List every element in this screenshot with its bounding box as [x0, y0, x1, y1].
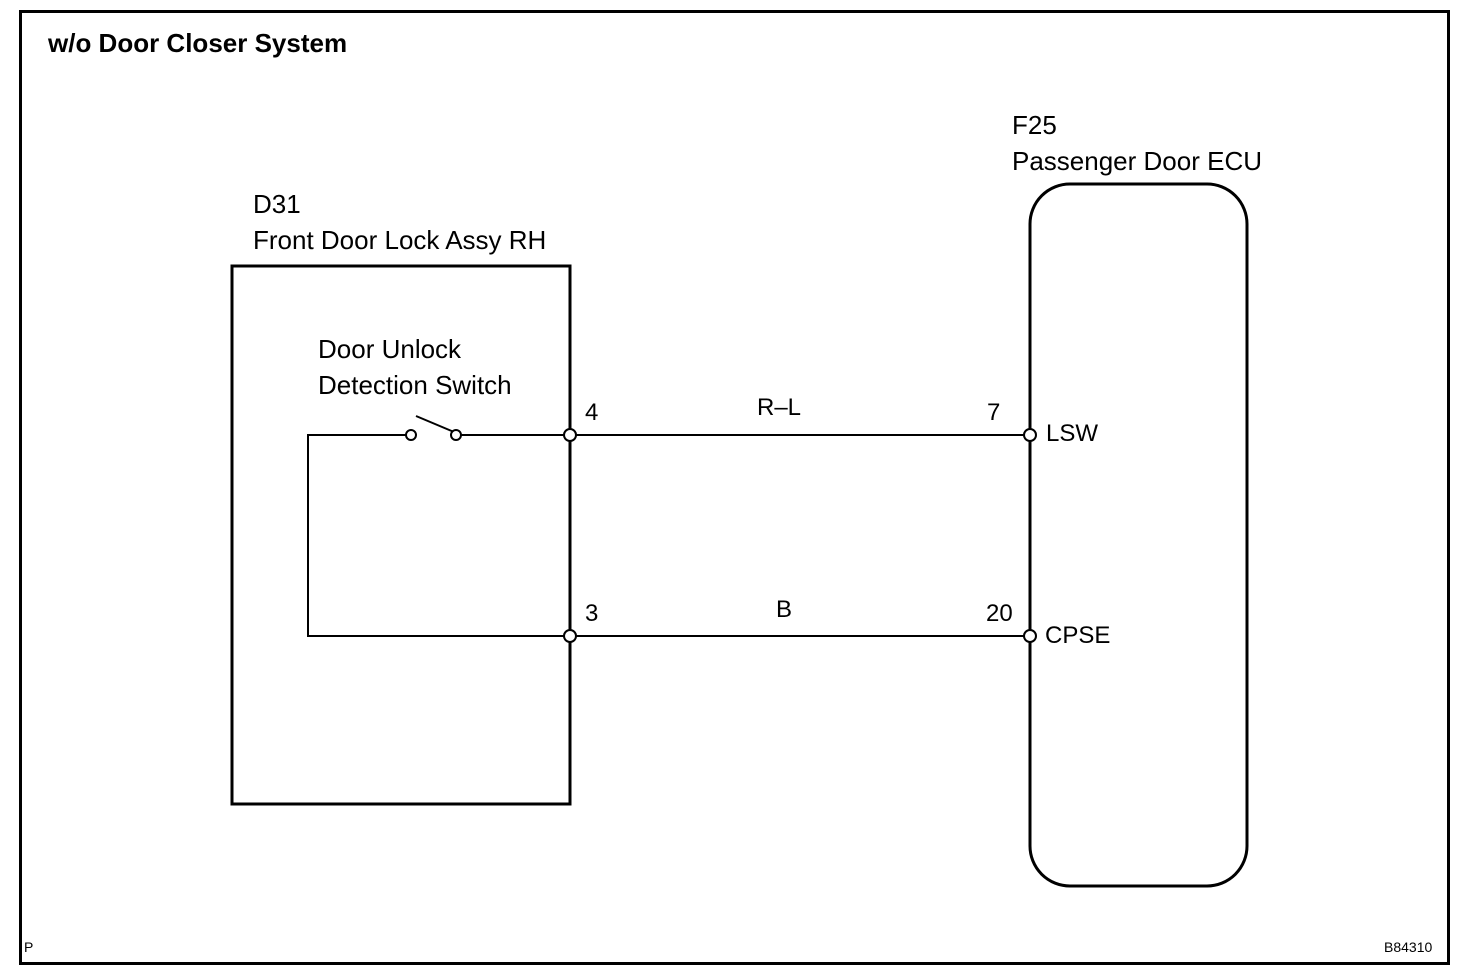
switch-blade — [415, 415, 455, 433]
terminal-f25-20 — [1023, 629, 1037, 643]
switch-label-line1: Door Unlock — [318, 334, 462, 364]
d31-box — [230, 264, 572, 806]
f25-box — [1028, 182, 1249, 888]
pin-f25-20: 20 — [986, 600, 1013, 627]
d31-internal-loop — [307, 434, 568, 637]
d31-code: D31 — [253, 189, 301, 219]
diagram-title: w/o Door Closer System — [48, 28, 348, 58]
wire-color-rl: R–L — [757, 394, 802, 421]
terminal-f25-7 — [1023, 428, 1037, 442]
switch-contact-left — [405, 429, 417, 441]
pin-f25-7: 7 — [987, 399, 1001, 426]
f25-name: Passenger Door ECU — [1012, 146, 1262, 176]
terminal-d31-4 — [563, 428, 577, 442]
diagram-frame — [19, 10, 1450, 965]
switch-label-line2: Detection Switch — [318, 370, 512, 400]
d31-name: Front Door Lock Assy RH — [253, 225, 547, 255]
footer-left-mark: P — [24, 939, 34, 955]
f25-code: F25 — [1012, 110, 1057, 140]
signal-cpse: CPSE — [1045, 622, 1111, 649]
terminal-d31-3 — [563, 629, 577, 643]
wire-color-b: B — [776, 596, 793, 623]
switch-contact-right — [450, 429, 462, 441]
pin-d31-4: 4 — [585, 399, 599, 426]
signal-lsw: LSW — [1046, 420, 1099, 447]
pin-d31-3: 3 — [585, 600, 599, 627]
figure-id: B84310 — [1384, 939, 1433, 955]
